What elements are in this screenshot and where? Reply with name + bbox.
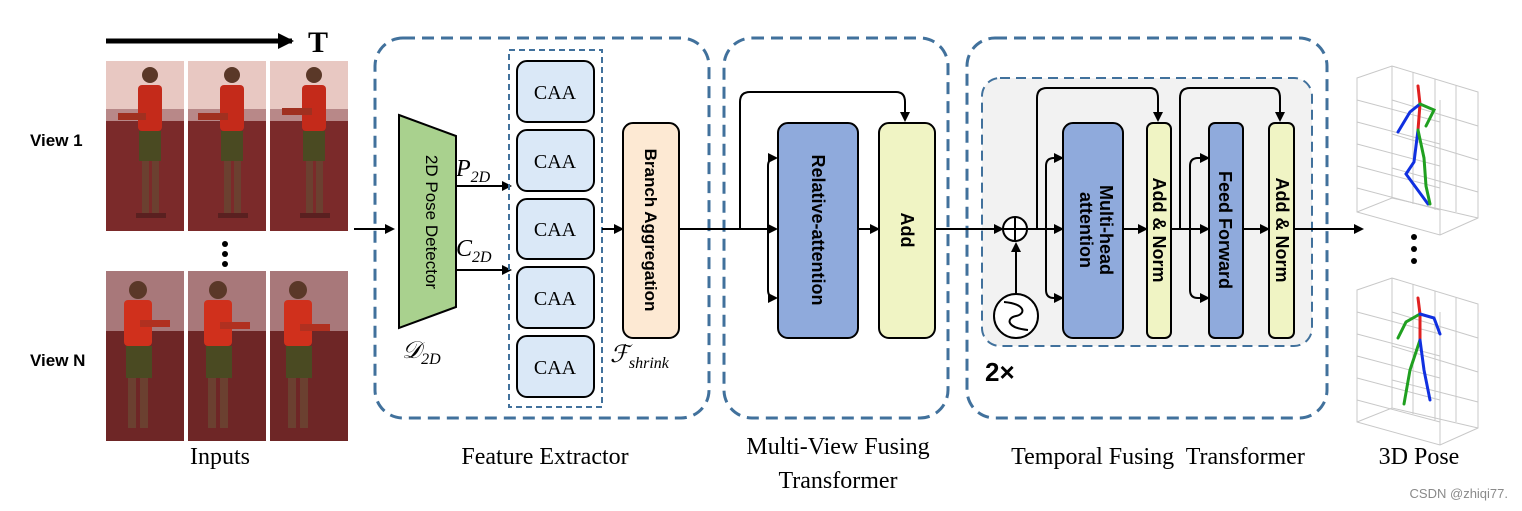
- view-n-frames: [106, 271, 348, 441]
- branch-aggregation-label: Branch Aggregation: [641, 149, 660, 312]
- svg-text:CAA: CAA: [534, 151, 577, 173]
- svg-text:CAA: CAA: [534, 288, 577, 310]
- video-frame: [188, 61, 266, 231]
- view-n-label: View N: [30, 351, 85, 370]
- multi-view-caption-line2: Transformer: [778, 468, 897, 494]
- svg-text:CAA: CAA: [534, 357, 577, 379]
- video-frame: [270, 271, 348, 441]
- add-label: Add: [897, 213, 917, 248]
- caa-block: CAA: [516, 335, 595, 398]
- feed-forward-block: Feed Forward: [1208, 122, 1244, 339]
- svg-text:CAA: CAA: [534, 219, 577, 241]
- video-frame: [188, 271, 266, 441]
- add-norm-label: Add & Norm: [1149, 178, 1169, 283]
- add-norm-label: Add & Norm: [1272, 178, 1292, 283]
- ellipsis-icon: [1411, 234, 1417, 264]
- caa-block: CAA: [516, 129, 595, 192]
- relative-attention-block: Relative-attention: [777, 122, 859, 339]
- relative-attention-label: Relative-attention: [808, 154, 828, 305]
- positional-encoding-icon: [993, 293, 1039, 339]
- watermark: CSDN @zhiqi77.: [1410, 486, 1508, 501]
- detector-symbol: 𝒟2D: [402, 338, 441, 368]
- temporal-caption: Temporal Fusing Transformer: [1011, 444, 1305, 470]
- multi-head-label-line2: attention: [1076, 192, 1096, 268]
- video-frame: [106, 271, 184, 441]
- pose-detector-label: 2D Pose Detector: [422, 155, 441, 290]
- branch-aggregation-block: Branch Aggregation: [622, 122, 680, 339]
- caa-block: CAA: [516, 60, 595, 123]
- c2d-label: C2D: [456, 236, 492, 266]
- feed-forward-label: Feed Forward: [1215, 171, 1235, 289]
- feature-extractor-caption: Feature Extractor: [461, 444, 628, 470]
- pose-plot-top: [1356, 65, 1479, 236]
- caa-block: CAA: [516, 266, 595, 329]
- shrink-symbol: ℱshrink: [610, 342, 670, 372]
- view-1-label: View 1: [30, 131, 83, 150]
- video-frame: [270, 61, 348, 231]
- pose-plot-bottom: [1356, 277, 1479, 446]
- add-norm-block: Add & Norm: [1268, 122, 1295, 339]
- video-frame: [106, 61, 184, 231]
- temporal-connectors: [935, 87, 1364, 303]
- positional-add-icon: [1002, 216, 1028, 242]
- inputs-caption: Inputs: [190, 444, 250, 470]
- multi-view-connectors: [679, 91, 910, 303]
- p2d-label: P2D: [455, 156, 491, 186]
- add-block: Add: [878, 122, 936, 339]
- add-norm-block: Add & Norm: [1146, 122, 1172, 339]
- pose-detector-block: 2D Pose Detector: [398, 113, 457, 330]
- multi-head-label-line1: Multi-head: [1096, 185, 1116, 275]
- view-1-frames: [106, 61, 348, 231]
- time-axis-label: T: [308, 26, 328, 59]
- svg-text:CAA: CAA: [534, 82, 577, 104]
- multi-head-attention-block: Multi-head attention: [1062, 122, 1124, 339]
- output-caption: 3D Pose: [1379, 444, 1460, 470]
- caa-block: CAA: [516, 198, 595, 260]
- ellipsis-icon: [222, 241, 228, 267]
- repeat-label: 2×: [985, 357, 1015, 387]
- multi-view-caption-line1: Multi-View Fusing: [746, 434, 929, 460]
